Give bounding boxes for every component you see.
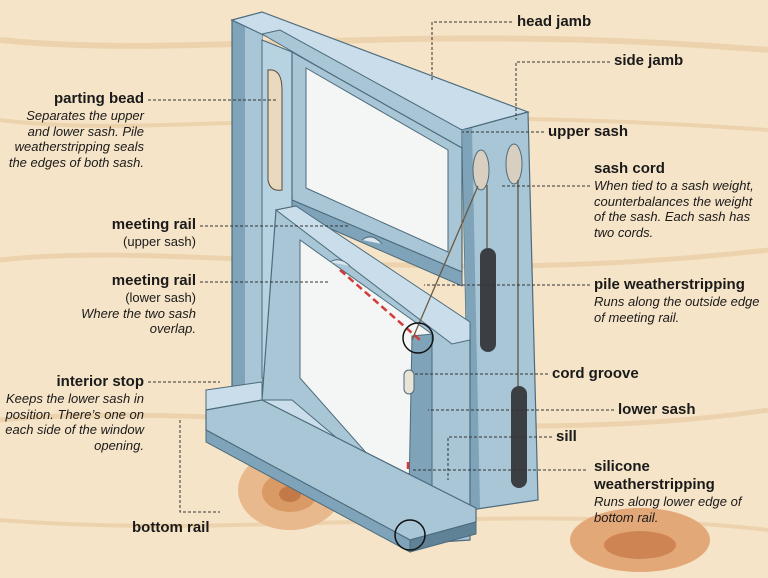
meeting-rail-upper-sub: (upper sash) bbox=[123, 234, 196, 249]
pulley-1 bbox=[472, 149, 490, 191]
cord-groove-title: cord groove bbox=[552, 365, 639, 382]
pile-weatherstrip-callout bbox=[402, 322, 434, 354]
sill-title: sill bbox=[556, 428, 577, 445]
sash-cord-title: sash cord bbox=[594, 160, 665, 177]
interior-stop-title: interior stop bbox=[56, 373, 144, 390]
parting-bead-title: parting bead bbox=[53, 90, 144, 107]
silicone-weatherstripping-desc: Runs along lower edge of bottom rail. bbox=[594, 494, 742, 525]
upper-sash bbox=[291, 50, 463, 287]
head-jamb-title: head jamb bbox=[517, 13, 592, 30]
label-upper-sash: upper sash bbox=[548, 123, 688, 141]
pile-weatherstripping-desc: Runs along the outside edge of meeting r… bbox=[594, 294, 760, 325]
meeting-rail-lower-title: meeting rail bbox=[111, 272, 196, 289]
interior-stop-desc: Keeps the lower sash in position. There’… bbox=[5, 391, 144, 453]
pile-weatherstripping-title: pile weatherstripping bbox=[594, 276, 745, 293]
side-jamb-title: side jamb bbox=[614, 52, 684, 69]
upper-sash-title: upper sash bbox=[548, 123, 629, 140]
label-sash-cord: sash cord When tied to a sash weight, co… bbox=[594, 160, 766, 240]
label-sill: sill bbox=[556, 428, 636, 446]
label-parting-bead: parting bead Separates the upper and low… bbox=[4, 90, 144, 170]
lower-sash bbox=[260, 205, 471, 546]
meeting-rail-upper-title: meeting rail bbox=[111, 216, 196, 233]
label-lower-sash: lower sash bbox=[618, 401, 758, 419]
label-cord-groove: cord groove bbox=[552, 365, 692, 383]
label-meeting-rail-upper: meeting rail (upper sash) bbox=[56, 216, 196, 250]
leader-lines bbox=[148, 21, 614, 513]
sill-group bbox=[205, 381, 477, 553]
label-silicone-weatherstripping: silicone weatherstripping Runs along low… bbox=[594, 458, 764, 525]
label-side-jamb: side jamb bbox=[614, 52, 754, 70]
upper-glass bbox=[305, 67, 449, 253]
meeting-rail-lower bbox=[274, 205, 471, 345]
meeting-rail-lower-sub: (lower sash) bbox=[125, 290, 196, 305]
label-bottom-rail: bottom rail bbox=[132, 519, 272, 537]
pulley-2 bbox=[505, 143, 523, 185]
label-head-jamb: head jamb bbox=[517, 13, 657, 31]
label-interior-stop: interior stop Keeps the lower sash in po… bbox=[4, 373, 144, 453]
sash-cord bbox=[411, 185, 479, 341]
label-meeting-rail-lower: meeting rail (lower sash) Where the two … bbox=[56, 272, 196, 337]
silicone-weatherstripping-title: silicone weatherstripping bbox=[594, 458, 715, 493]
label-pile-weatherstripping: pile weatherstripping Runs along the out… bbox=[594, 276, 766, 325]
bottom-rail-title: bottom rail bbox=[132, 519, 210, 536]
parting-bead-desc: Separates the upper and lower sash. Pile… bbox=[8, 108, 144, 170]
sash-weight-1 bbox=[480, 248, 496, 352]
silicone-weatherstrip-callout bbox=[394, 519, 426, 551]
lower-sash-title: lower sash bbox=[618, 401, 696, 418]
sash-cord-desc: When tied to a sash weight, counterbalan… bbox=[594, 178, 754, 240]
meeting-rail-lower-desc: Where the two sash overlap. bbox=[81, 305, 196, 337]
cord-groove bbox=[403, 369, 415, 395]
